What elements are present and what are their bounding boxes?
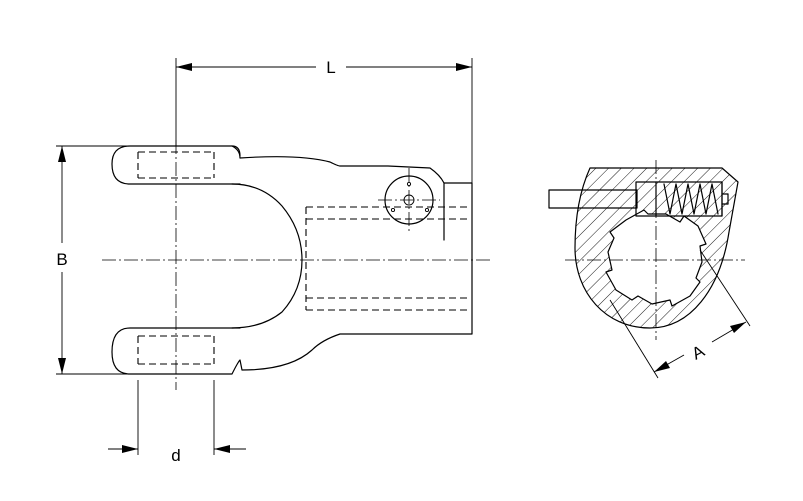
locking-pin [548,189,638,209]
spline-label: A [689,341,709,363]
dimension-height: B [56,145,130,375]
spline-hole [605,209,707,307]
pin-boss [378,168,440,232]
yoke-section-view: A [548,160,751,379]
hidden-bore [305,206,470,311]
section-outline [574,167,739,329]
height-label: B [56,250,67,269]
dimension-spline: A [609,249,751,379]
yoke-side-view [102,140,492,390]
dimension-bore: d [108,380,246,465]
dimension-length: L [175,58,473,183]
spring-icon [663,183,719,215]
length-label: L [326,58,335,77]
bore-label: d [171,446,180,465]
